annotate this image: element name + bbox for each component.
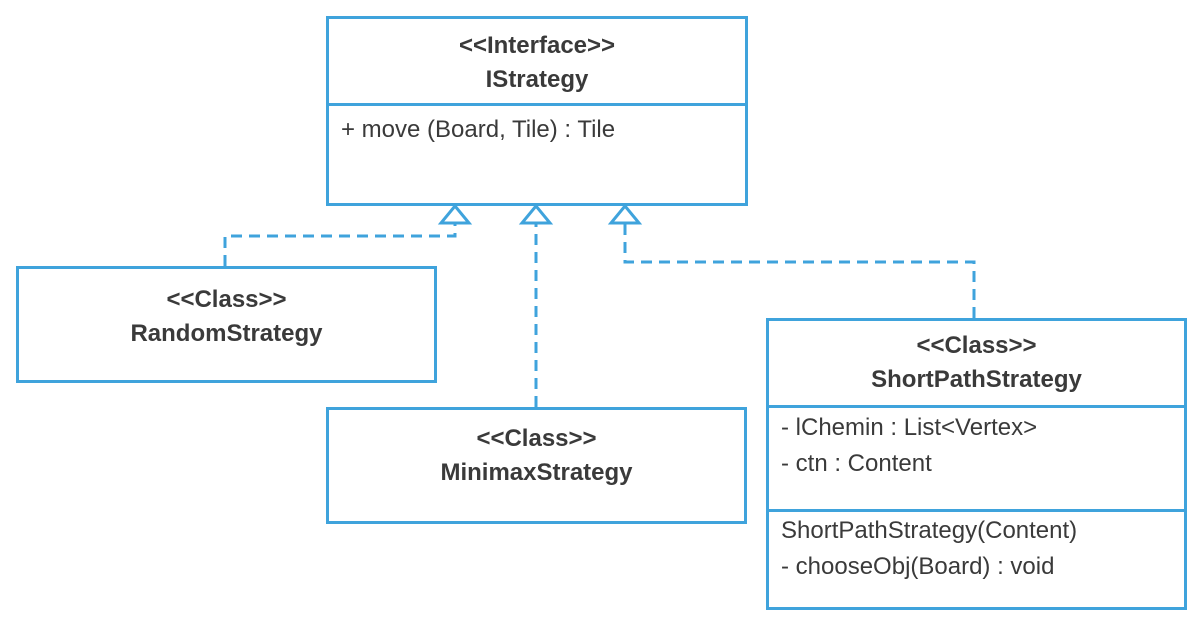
interface-box-istrategy[interactable]: <<Interface>> IStrategy + move (Board, T… <box>326 16 748 206</box>
interface-stereotype: <<Interface>> <box>458 32 616 59</box>
shortpath-name: ShortPathStrategy <box>871 366 1082 393</box>
minimax-stereotype: <<Class>> <box>476 425 597 452</box>
realization-link-shortpath <box>623 223 976 318</box>
realization-link-random <box>223 223 457 266</box>
realization-arrowhead-random <box>437 203 473 225</box>
interface-method: + move (Board, Tile) : Tile <box>341 116 616 143</box>
realization-arrowhead-minimax <box>518 203 554 225</box>
shortpath-attribute: - ctn : Content <box>781 450 932 477</box>
shortpath-header: <<Class>> ShortPathStrategy <box>769 321 1184 405</box>
realization-arrowhead-shortpath <box>607 203 643 225</box>
minimax-header: <<Class>> MinimaxStrategy <box>329 410 744 490</box>
interface-header: <<Interface>> IStrategy <box>329 19 745 103</box>
shortpath-attributes: - lChemin : List<Vertex> - ctn : Content <box>769 405 1184 509</box>
shortpath-method: ShortPathStrategy(Content) <box>781 517 1078 544</box>
minimax-name: MinimaxStrategy <box>440 459 633 486</box>
interface-methods: + move (Board, Tile) : Tile <box>329 103 745 203</box>
random-header: <<Class>> RandomStrategy <box>19 269 434 351</box>
class-box-randomstrategy[interactable]: <<Class>> RandomStrategy <box>16 266 437 383</box>
shortpath-method: - chooseObj(Board) : void <box>781 553 1055 580</box>
class-box-shortpathstrategy[interactable]: <<Class>> ShortPathStrategy - lChemin : … <box>766 318 1187 610</box>
shortpath-stereotype: <<Class>> <box>916 332 1037 359</box>
class-box-minimaxstrategy[interactable]: <<Class>> MinimaxStrategy <box>326 407 747 524</box>
interface-name: IStrategy <box>485 66 589 93</box>
shortpath-attribute: - lChemin : List<Vertex> <box>781 414 1038 441</box>
random-stereotype: <<Class>> <box>166 286 287 313</box>
random-name: RandomStrategy <box>130 320 323 347</box>
shortpath-methods: ShortPathStrategy(Content) - chooseObj(B… <box>769 509 1184 607</box>
